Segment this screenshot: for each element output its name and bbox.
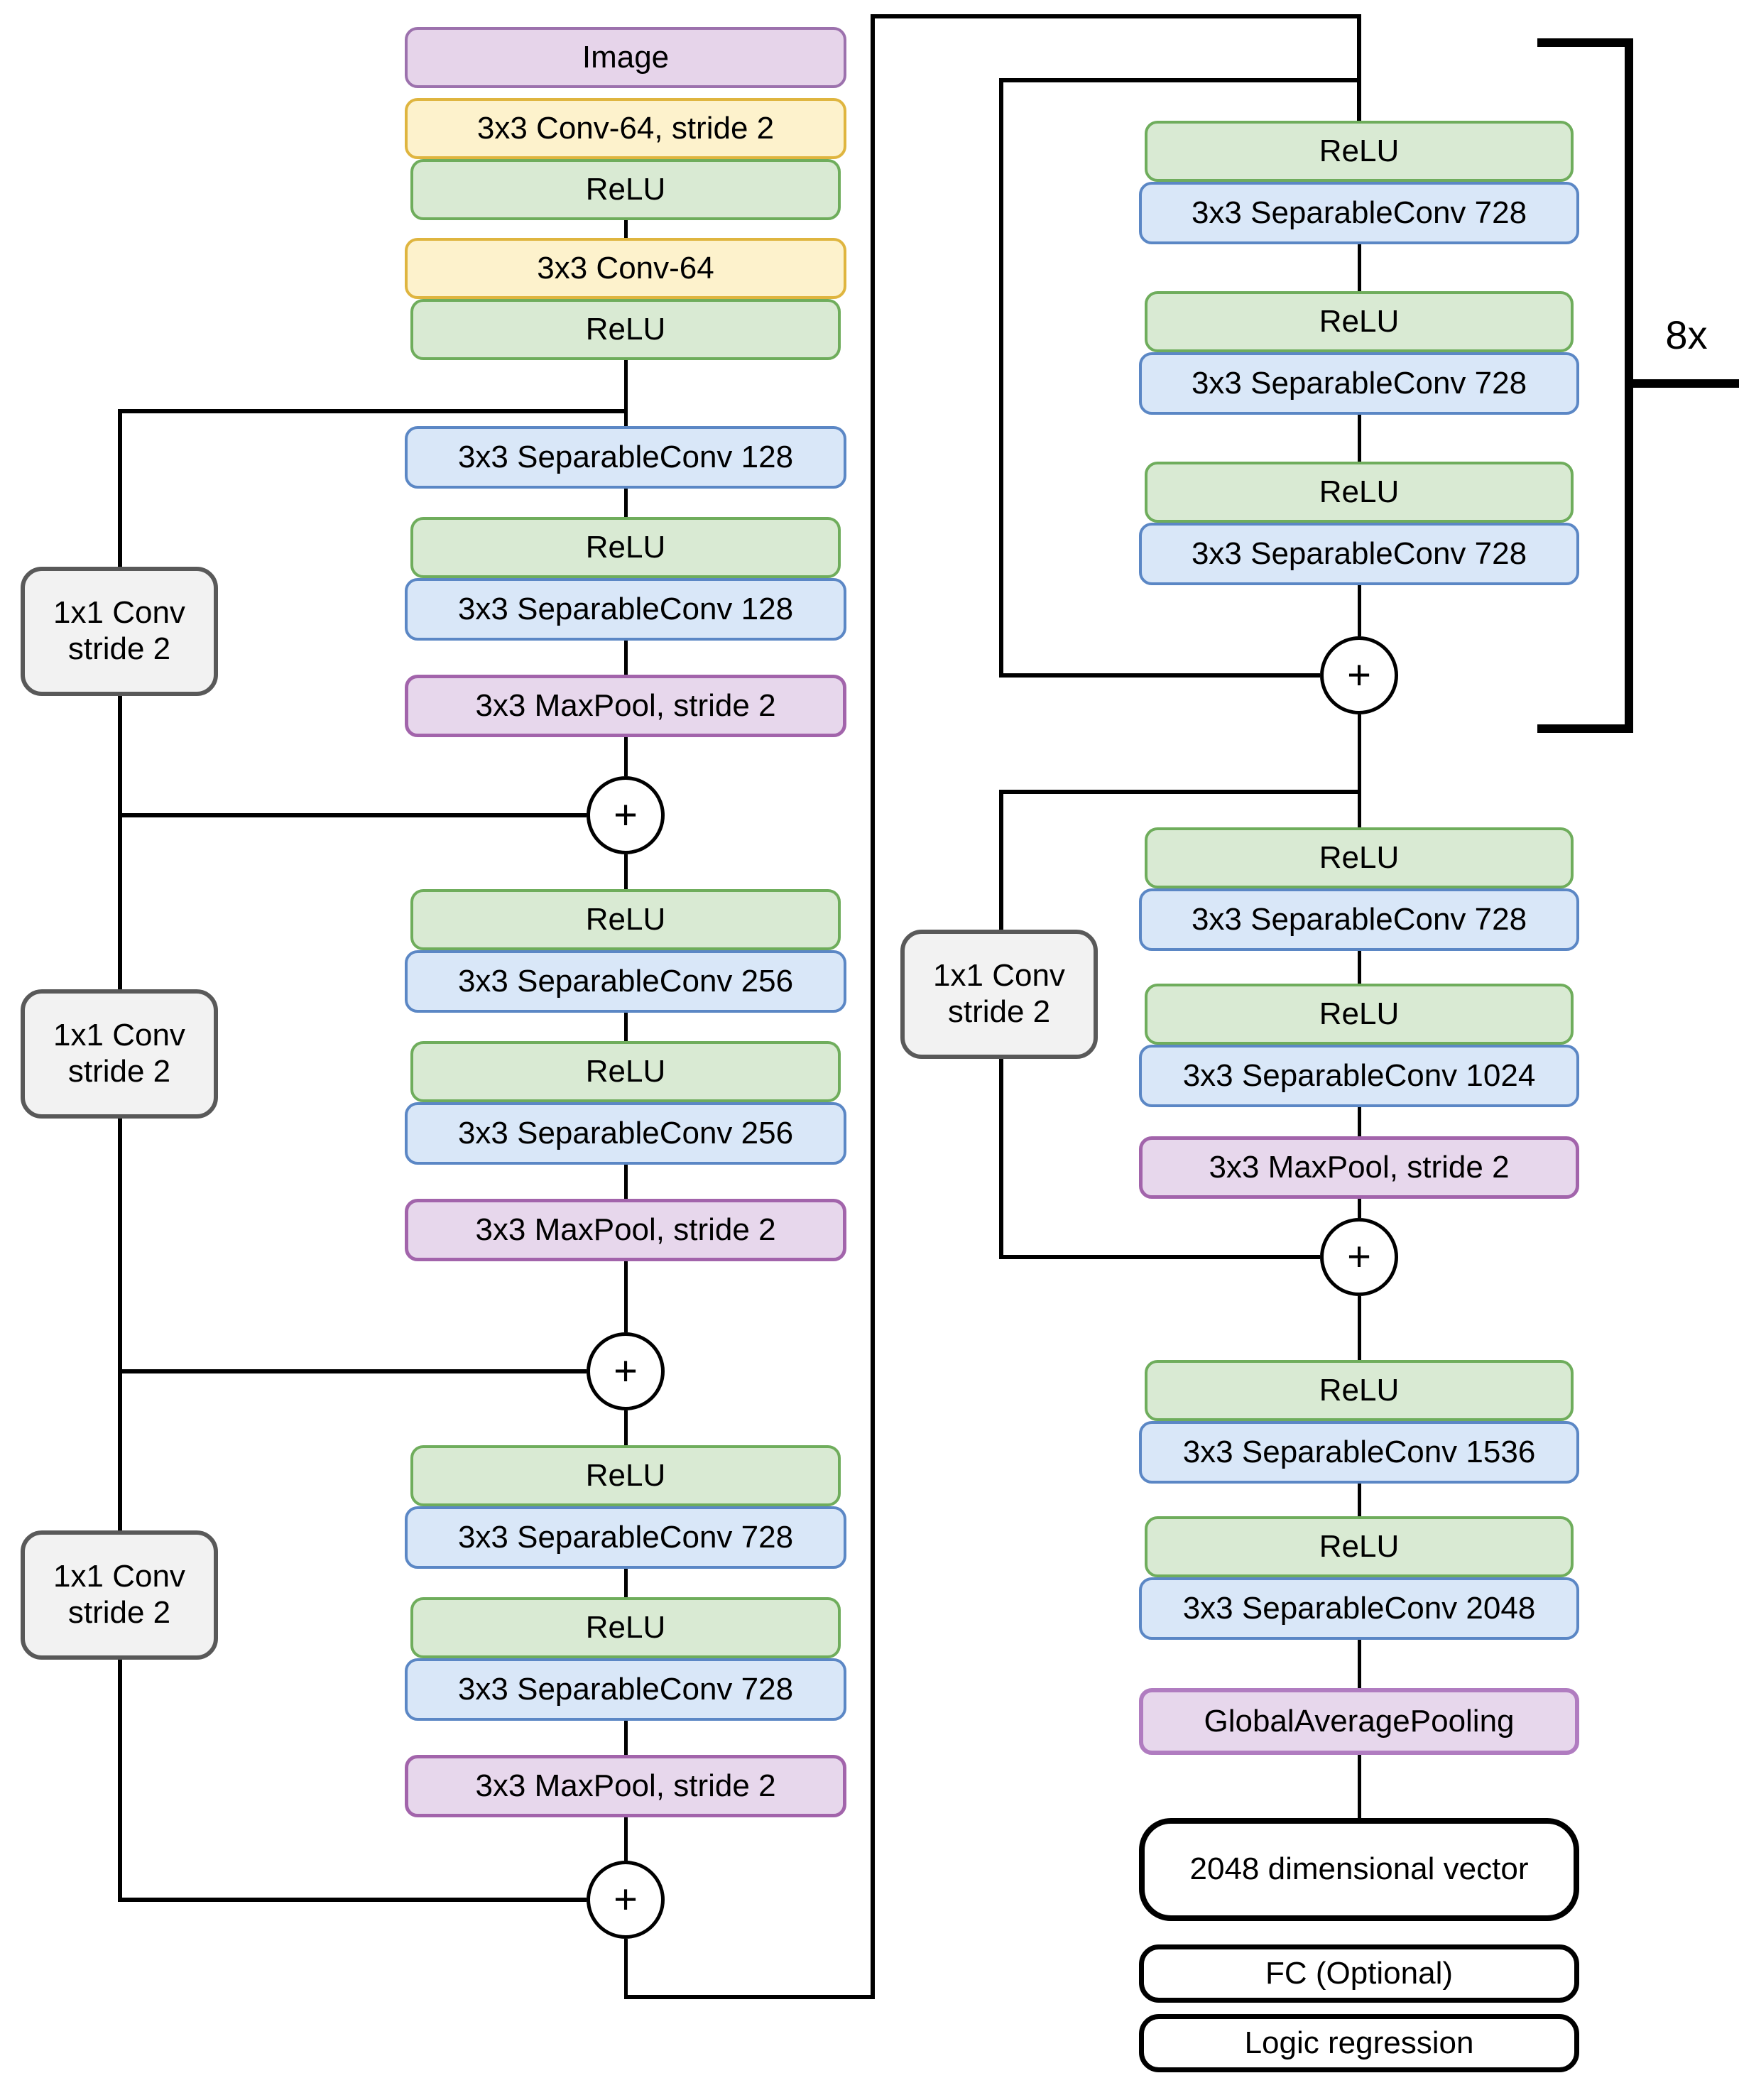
edge-maxpool3-add3	[624, 1817, 628, 1861]
skip-right1-vertical	[999, 78, 1003, 678]
route-vertical	[871, 14, 875, 1999]
node-sepconv-728-b: 3x3 SeparableConv 728	[405, 1658, 846, 1721]
skip-right2-branch-horizontal	[999, 790, 1361, 794]
skip-conv-box-3: 1x1 Conv stride 2	[21, 1530, 218, 1660]
skip-right1-branch-horizontal	[999, 78, 1361, 82]
skip-conv-box-2: 1x1 Conv stride 2	[21, 989, 218, 1119]
edge-sepconv256a-relu5	[624, 1013, 628, 1041]
edge-maxpool2-add2	[624, 1261, 628, 1332]
edge-sepconv728b-maxpool3	[624, 1721, 628, 1755]
skip-left-vertical	[118, 409, 122, 1902]
add-circle-1: +	[587, 776, 665, 854]
node-sepconv-728-r1: 3x3 SeparableConv 728	[1139, 182, 1579, 244]
edge-add1-relu4	[624, 854, 628, 889]
node-maxpool-1: 3x3 MaxPool, stride 2	[405, 675, 846, 737]
repeat-bracket-tick	[1625, 379, 1739, 388]
edge-sc2048-gapool	[1358, 1640, 1361, 1688]
node-sepconv-2048: 3x3 SeparableConv 2048	[1139, 1577, 1579, 1640]
skip-left-branch-horizontal	[118, 409, 626, 413]
node-relu-r6: ReLU	[1145, 1360, 1574, 1421]
edge-add3-out	[624, 1939, 628, 1999]
node-relu-r1: ReLU	[1145, 121, 1574, 182]
node-fc-optional: FC (Optional)	[1139, 1944, 1579, 2003]
node-maxpool-2: 3x3 MaxPool, stride 2	[405, 1199, 846, 1261]
skip-left-into-add1	[118, 813, 587, 817]
node-maxpool-r: 3x3 MaxPool, stride 2	[1139, 1136, 1579, 1199]
route-into-right-column	[1357, 14, 1361, 121]
add-circle-2: +	[587, 1332, 665, 1410]
edge-maxpoolr-addr2	[1358, 1199, 1361, 1218]
skip-conv-box-right: 1x1 Conv stride 2	[900, 930, 1098, 1059]
repeat-label: 8x	[1665, 312, 1708, 357]
node-relu-r7: ReLU	[1145, 1516, 1574, 1577]
edge-sepconv128b-maxpool1	[624, 641, 628, 675]
node-maxpool-3: 3x3 MaxPool, stride 2	[405, 1755, 846, 1817]
edge-sc728r3-addr1	[1358, 585, 1361, 636]
node-2048-vector: 2048 dimensional vector	[1139, 1818, 1579, 1921]
node-relu-r2: ReLU	[1145, 291, 1574, 352]
node-relu-r5: ReLU	[1145, 984, 1574, 1045]
node-conv64: 3x3 Conv-64	[405, 238, 846, 299]
node-image: Image	[405, 27, 846, 88]
edge-sepconv728a-relu7	[624, 1569, 628, 1597]
node-sepconv-128-a: 3x3 SeparableConv 128	[405, 426, 846, 489]
node-sepconv-728-r2: 3x3 SeparableConv 728	[1139, 352, 1579, 415]
node-sepconv-256-a: 3x3 SeparableConv 256	[405, 950, 846, 1013]
edge-sepconv128a-relu3	[624, 489, 628, 517]
node-relu-1: ReLU	[410, 159, 841, 220]
route-bottom-horizontal	[626, 1995, 875, 1999]
edge-addr2-relur6	[1358, 1296, 1361, 1360]
edge-add2-relu6	[624, 1410, 628, 1445]
node-relu-3: ReLU	[410, 517, 841, 578]
skip-right2-into-add	[999, 1255, 1320, 1259]
node-conv64-stride2: 3x3 Conv-64, stride 2	[405, 98, 846, 159]
edge-gapool-vector	[1358, 1755, 1361, 1818]
skip-conv-box-1: 1x1 Conv stride 2	[21, 567, 218, 696]
repeat-bracket-bottom	[1537, 724, 1633, 733]
edge-sc1024-maxpoolr	[1358, 1107, 1361, 1136]
skip-left-into-add2	[118, 1369, 587, 1373]
skip-right1-into-add	[999, 673, 1320, 678]
add-circle-3: +	[587, 1861, 665, 1939]
edge-relu2-sepconv128a	[624, 360, 628, 426]
node-relu-4: ReLU	[410, 889, 841, 950]
repeat-bracket-top	[1537, 38, 1633, 47]
node-global-average-pooling: GlobalAveragePooling	[1139, 1688, 1579, 1755]
node-sepconv-728-a: 3x3 SeparableConv 728	[405, 1506, 846, 1569]
route-top-horizontal	[871, 14, 1361, 18]
edge-sepconv256b-maxpool2	[624, 1165, 628, 1199]
node-sepconv-1536: 3x3 SeparableConv 1536	[1139, 1421, 1579, 1484]
node-sepconv-1024: 3x3 SeparableConv 1024	[1139, 1045, 1579, 1107]
edge-relu1-conv64	[624, 220, 628, 238]
node-sepconv-128-b: 3x3 SeparableConv 128	[405, 578, 846, 641]
add-circle-r1: +	[1320, 636, 1398, 714]
node-relu-2: ReLU	[410, 299, 841, 360]
edge-sc728r2-relur3	[1358, 415, 1361, 462]
edge-addr1-relur4	[1358, 714, 1361, 827]
edge-sc728r1-relur2	[1358, 244, 1361, 291]
node-relu-6: ReLU	[410, 1445, 841, 1506]
add-circle-r2: +	[1320, 1218, 1398, 1296]
node-logic-regression: Logic regression	[1139, 2014, 1579, 2072]
edge-sc1536-relur7	[1358, 1484, 1361, 1516]
node-sepconv-728-r4: 3x3 SeparableConv 728	[1139, 888, 1579, 951]
node-sepconv-256-b: 3x3 SeparableConv 256	[405, 1102, 846, 1165]
node-relu-5: ReLU	[410, 1041, 841, 1102]
node-relu-7: ReLU	[410, 1597, 841, 1658]
edge-sc728r4-relur5	[1358, 951, 1361, 984]
skip-left-into-add3	[118, 1898, 587, 1902]
node-sepconv-728-r3: 3x3 SeparableConv 728	[1139, 523, 1579, 585]
edge-maxpool1-add1	[624, 737, 628, 776]
node-relu-r3: ReLU	[1145, 462, 1574, 523]
node-relu-r4: ReLU	[1145, 827, 1574, 888]
